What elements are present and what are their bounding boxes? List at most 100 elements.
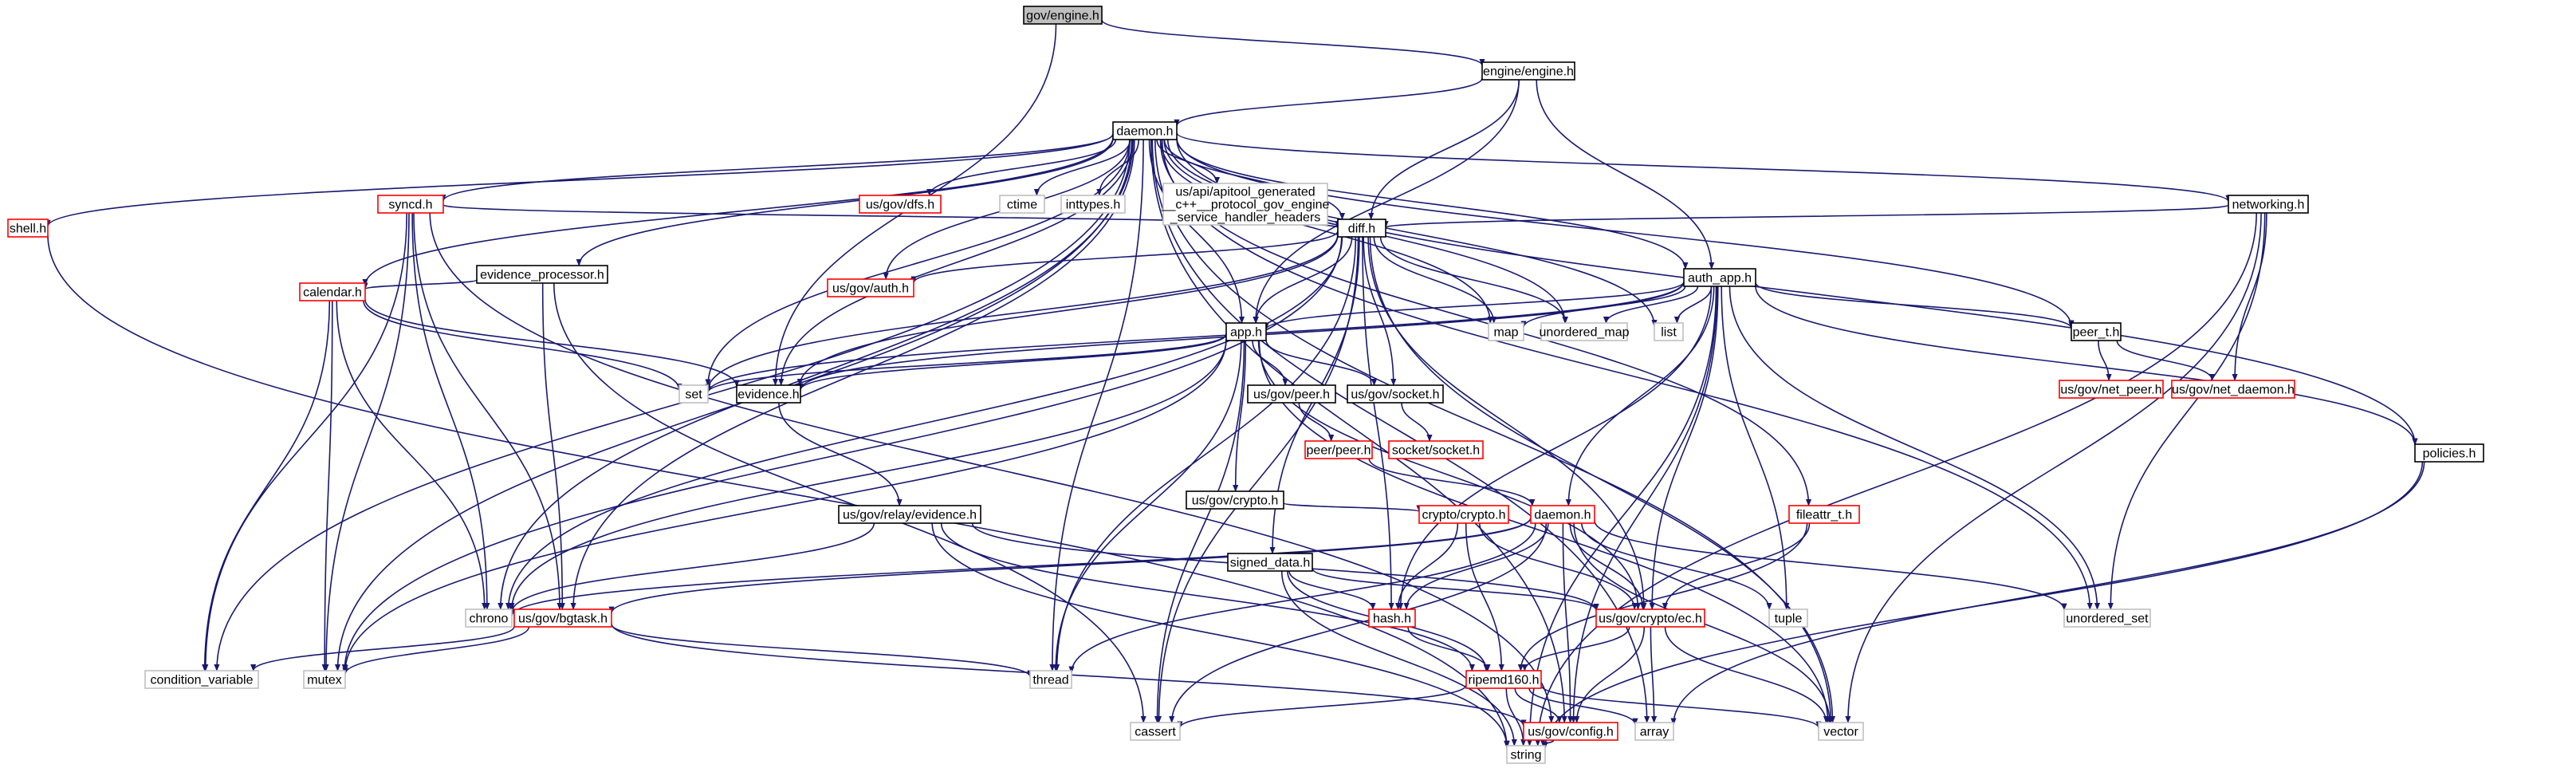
edge-app_h-to-cassert	[1154, 340, 1245, 723]
node-us-gov-relay-evidence-h-relay-evidence[interactable]: us/gov/relay/evidence.h	[838, 505, 981, 524]
node-vector-vector: vector	[1818, 722, 1864, 741]
node-app-h-app-h[interactable]: app.h	[1225, 322, 1267, 341]
node-box	[1768, 608, 1808, 628]
edge-diff_h-to-chrono	[505, 236, 1343, 610]
edge-relay_evidence-to-chrono	[509, 522, 875, 613]
edge-peer_peer-to-daemon_h2	[1368, 458, 1536, 506]
node-shell-h-shell-h[interactable]: shell.h	[7, 219, 49, 238]
edge-us_gov_bgtask-to-mutex	[342, 626, 530, 675]
edge-diff_h-to-mutex	[341, 236, 1343, 672]
edge-us_gov_bgtask-to-condition_variable	[250, 626, 515, 672]
node-label: ctime	[1007, 199, 1037, 212]
edge-daemon_h2-to-unordered_set	[1594, 520, 2067, 611]
node-gov-engine-h-gov-engine[interactable]: gov/engine.h	[1023, 6, 1103, 25]
node-daemon-h-daemon-h2[interactable]: daemon.h	[1530, 505, 1595, 524]
edge-daemon_h2-to-thread	[1068, 522, 1536, 674]
node-label: app.h	[1230, 326, 1262, 340]
edge-diff_h-to-set	[705, 234, 1339, 392]
edge-daemon_h-to-condition_variable	[214, 139, 1131, 672]
node-box	[859, 195, 942, 214]
node-hash-h-hash-h[interactable]: hash.h	[1368, 608, 1416, 628]
edge-diff_h-to-map	[1373, 236, 1497, 324]
node-box	[7, 219, 49, 238]
node-peer-peer-h-peer-peer[interactable]: peer/peer.h	[1304, 440, 1373, 459]
edge-networking-to-vector	[1845, 212, 2262, 723]
edge-signed_data-to-string	[1280, 570, 1517, 746]
node-label: ripemd160.h	[1469, 674, 1540, 687]
edge-daemon_h-to-shell_h	[45, 133, 1114, 227]
node-label: networking.h	[2232, 199, 2305, 212]
edge-daemon_h2-to-hash_h	[1403, 522, 1549, 610]
node-us-gov-dfs-h-us-gov-dfs[interactable]: us/gov/dfs.h	[859, 195, 942, 214]
edge-evidence_processor-to-us_gov_bgtask	[541, 282, 565, 610]
edge-calendar_h-to-condition_variable	[202, 300, 331, 672]
edge-daemon_h-to-app_h	[1148, 139, 1245, 324]
edge-us_gov_bgtask-to-thread	[611, 624, 1033, 678]
node-box	[465, 608, 513, 628]
node-us-api-apitool-generated-apitool: us/api/apitool_generated__c++__protocol_…	[1161, 183, 1330, 226]
node-us-gov-bgtask-h-us-gov-bgtask[interactable]: us/gov/bgtask.h	[513, 608, 612, 628]
node-policies-h-policies-h[interactable]: policies.h	[2414, 443, 2484, 463]
node-socket-socket-h-socket-socket[interactable]: socket/socket.h	[1388, 440, 1484, 459]
node-evidence-h-evidence-h[interactable]: evidence.h	[736, 384, 801, 404]
edge-relay_evidence-to-ripemd160	[940, 522, 1475, 672]
node-peer-t-h-peer-t[interactable]: peer_t.h	[2071, 322, 2122, 341]
edge-diff_h-to-vector	[1369, 236, 1836, 723]
node-us-gov-crypto-ec-h-us-gov-crypto-ec[interactable]: us/gov/crypto/ec.h	[1595, 608, 1705, 628]
node-engine-engine-h-engine-engine[interactable]: engine/engine.h	[1481, 61, 1575, 81]
node-crypto-crypto-h-crypto-crypto[interactable]: crypto/crypto.h	[1418, 505, 1509, 524]
node-us-gov-config-h-us-gov-config[interactable]: us/gov/config.h	[1523, 722, 1618, 741]
node-box	[1654, 322, 1684, 341]
edge-crypto_crypto-to-us_gov_crypto_ec	[1479, 522, 1638, 610]
edge-auth_app-to-unordered_set	[1728, 286, 2101, 610]
node-box	[2071, 322, 2122, 341]
node-label: diff.h	[1348, 223, 1375, 236]
edge-auth_app-to-us_gov_crypto_ec	[1649, 286, 1719, 610]
node-diff-h-diff-h[interactable]: diff.h	[1337, 219, 1386, 238]
node-daemon-h-daemon-h[interactable]: daemon.h	[1112, 121, 1178, 140]
node-unordered-set-unordered-set: unordered_set	[2063, 608, 2151, 628]
node-calendar-h-calendar-h[interactable]: calendar.h	[299, 282, 366, 301]
edge-evidence_processor-to-cassert	[553, 282, 1146, 723]
edge-signed_data-to-hash_h	[1288, 570, 1376, 610]
node-evidence-processor-h-evidence-processor[interactable]: evidence_processor.h	[476, 265, 608, 284]
node-us-gov-socket-h-us-gov-socket[interactable]: us/gov/socket.h	[1347, 384, 1444, 404]
edge-auth_app-to-policies_h	[1755, 286, 2418, 446]
node-networking-h-networking[interactable]: networking.h	[2228, 195, 2309, 214]
node-box	[2171, 380, 2295, 399]
node-us-gov-auth-h-us-gov-auth[interactable]: us/gov/auth.h	[827, 278, 914, 297]
node-box	[1368, 608, 1416, 628]
node-ripemd160-h-ripemd160[interactable]: ripemd160.h	[1465, 670, 1542, 689]
node-fileattr-t-h-fileattr-t[interactable]: fileattr_t.h	[1788, 505, 1860, 524]
edge-syncd_h-to-us_gov_bgtask	[413, 212, 563, 610]
node-label: cassert	[1135, 726, 1176, 739]
edge-networking-to-unordered_set	[2107, 212, 2266, 610]
edge-policies_h-to-string	[1542, 461, 2424, 750]
node-cassert-cassert: cassert	[1130, 722, 1181, 741]
node-signed-data-h-signed-data[interactable]: signed_data.h	[1227, 553, 1313, 572]
edge-signed_data-to-us_gov_crypto_ec	[1312, 568, 1599, 611]
edge-auth_app-to-hash_h	[1398, 286, 1713, 610]
edge-daemon_h2-to-us_gov_crypto_ec	[1569, 522, 1646, 610]
node-us-gov-net-daemon-h-us-gov-net-daemon[interactable]: us/gov/net_daemon.h	[2171, 380, 2295, 399]
edge-auth_app-to-set	[705, 281, 1685, 393]
edge-networking-to-us_gov_net_daemon	[2232, 212, 2267, 381]
node-inttypes-h-inttypes: inttypes.h	[1060, 195, 1126, 214]
node-label: fileattr_t.h	[1796, 509, 1852, 522]
node-label: us/gov/net_daemon.h	[2172, 384, 2295, 397]
edge-calendar_h-to-set	[363, 300, 682, 391]
node-us-gov-peer-h-us-gov-peer[interactable]: us/gov/peer.h	[1247, 384, 1336, 404]
node-box	[1186, 490, 1284, 510]
edge-evidence_h-to-relay_evidence	[778, 402, 903, 506]
node-us-gov-crypto-h-us-gov-crypto-h[interactable]: us/gov/crypto.h	[1186, 490, 1284, 510]
node-auth-app-h-auth-app[interactable]: auth_app.h	[1683, 268, 1756, 287]
node-box	[1481, 61, 1575, 81]
node-box	[827, 278, 914, 297]
edge-daemon_h-to-us_gov_config	[1150, 139, 1567, 723]
edge-ripemd160-to-string	[1505, 687, 1527, 746]
node-box	[299, 282, 366, 301]
node-box	[1029, 670, 1072, 689]
node-us-gov-net-peer-h-us-gov-net-peer[interactable]: us/gov/net_peer.h	[2059, 380, 2164, 399]
node-syncd-h-syncd-h[interactable]: syncd.h	[377, 195, 444, 214]
